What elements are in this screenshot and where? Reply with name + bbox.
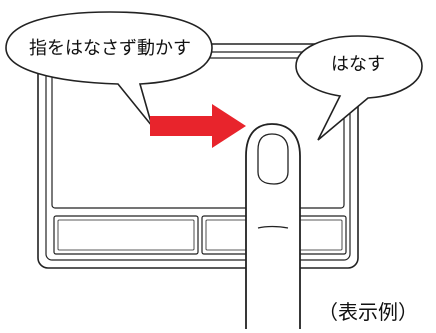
speech-bubble-right-shape <box>295 35 423 141</box>
left-click-button-inner <box>57 219 195 251</box>
speech-bubble-left-shape <box>5 11 213 127</box>
left-click-button <box>53 215 199 255</box>
fingernail <box>257 133 289 185</box>
finger-crease <box>257 225 289 229</box>
speech-bubble-right-text: はなす <box>331 54 385 75</box>
speech-bubble-left-text: 指をはなさず動かす <box>29 38 191 59</box>
example-caption: （表示例） <box>318 300 418 324</box>
speech-bubble-right <box>295 35 423 141</box>
right-arrow-icon <box>150 104 246 148</box>
speech-bubble-left <box>5 11 213 127</box>
finger-icon <box>245 123 301 329</box>
